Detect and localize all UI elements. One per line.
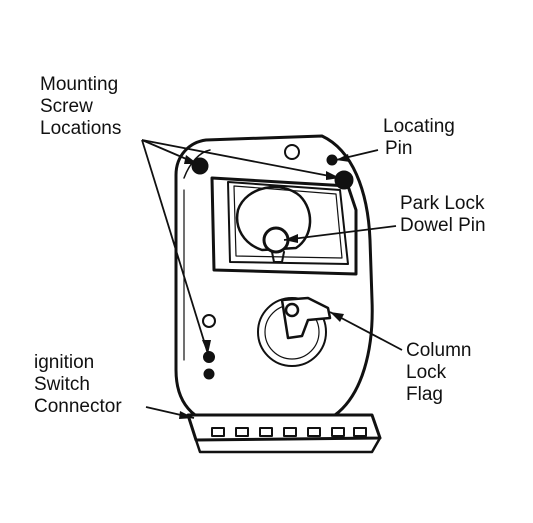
park-lock-cam — [235, 185, 312, 252]
leader-mounting-2 — [141, 139, 341, 179]
leader-mounting-3 — [141, 139, 209, 355]
leader-column-lock — [329, 311, 403, 351]
column-lock-flag — [280, 296, 332, 340]
leader-park-lock — [283, 225, 397, 241]
label-locating-pin: Locating Pin — [383, 116, 455, 159]
label-park-lock-dowel-pin: Park Lock Dowel Pin — [400, 193, 486, 236]
mounting-screw-top-left — [191, 157, 209, 175]
switch-housing — [174, 134, 374, 417]
park-lock-recess — [210, 176, 358, 276]
label-column-lock-flag: Column Lock Flag — [406, 340, 472, 405]
label-ignition-switch-connector: ignition Switch Connector — [34, 352, 122, 417]
mounting-screw-bottom — [203, 351, 215, 363]
mounting-screw-top-right — [334, 170, 354, 190]
locating-pin — [326, 154, 338, 166]
label-mounting-screw-locations: Mounting Screw Locations — [40, 74, 122, 139]
